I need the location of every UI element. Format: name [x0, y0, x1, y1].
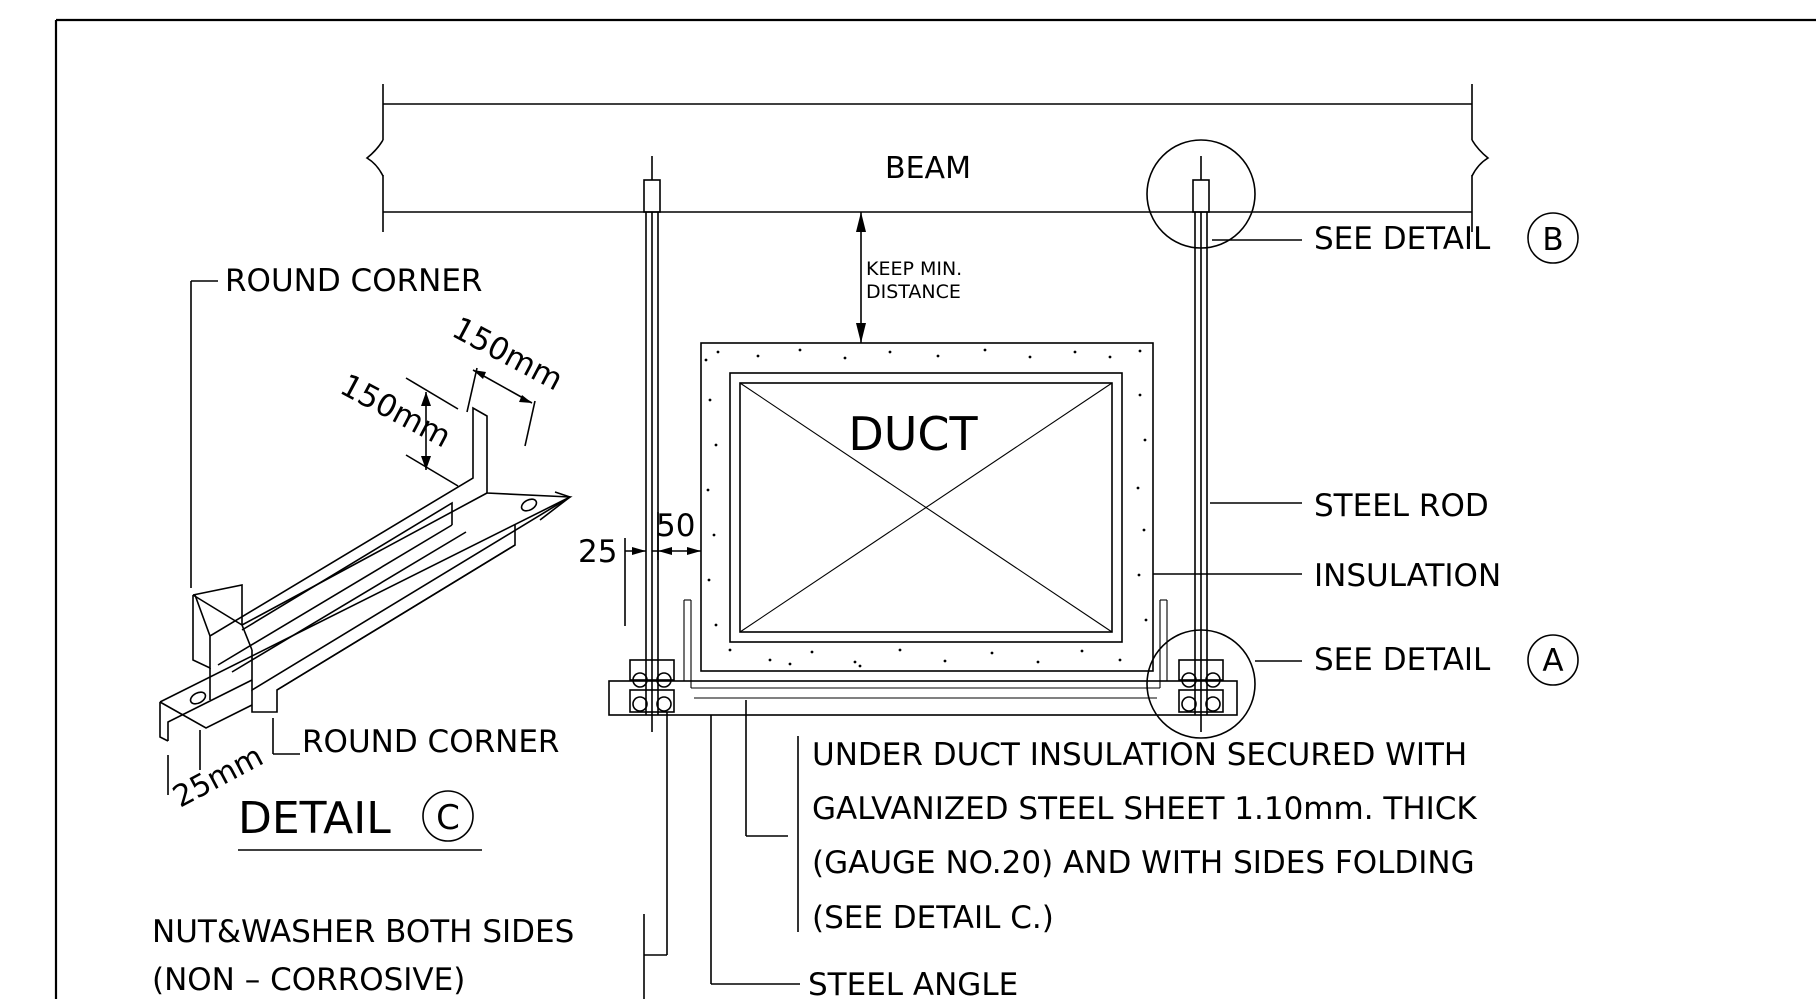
see-detail-b-label: SEE DETAIL — [1314, 221, 1491, 257]
detail-c-title: DETAIL — [238, 793, 391, 844]
dimension-25-50: 25 50 — [578, 508, 701, 626]
note-line-4: (SEE DETAIL C.) — [812, 900, 1054, 936]
round-corner-top-label: ROUND CORNER — [225, 263, 482, 299]
detail-c-bubble — [422, 790, 474, 842]
dim-150-top-label: 150mm — [446, 310, 568, 398]
steel-angle-support — [608, 599, 1238, 716]
keep-min-label-line-2: DISTANCE — [866, 281, 961, 303]
steel-angle-label: STEEL ANGLE — [808, 967, 1018, 999]
right-steel-rod — [1192, 156, 1210, 732]
dim-150-side-label: 150mm — [334, 367, 456, 455]
keep-min-label-line-1: KEEP MIN. — [866, 258, 962, 280]
nut-washer-line-1: NUT&WASHER BOTH SIDES — [152, 914, 574, 950]
detail-a-circle — [1146, 629, 1256, 739]
detail-b-bubble — [1527, 212, 1579, 264]
beam: BEAM — [365, 84, 1490, 232]
detail-c-bubble-letter: C — [436, 798, 460, 838]
callout-steel-rod: STEEL ROD — [1210, 488, 1489, 524]
note-steel-angle: STEEL ANGLE — [710, 715, 1018, 999]
left-steel-rod — [643, 156, 661, 732]
detail-a-bubble — [1527, 634, 1579, 686]
drawing-frame — [54, 18, 1816, 999]
note-line-1: UNDER DUCT INSULATION SECURED WITH — [812, 737, 1467, 773]
duct: DUCT — [729, 372, 1123, 643]
duct-label: DUCT — [848, 407, 978, 461]
note-line-3: (GAUGE NO.20) AND WITH SIDES FOLDING — [812, 845, 1475, 881]
detail-b-circle — [1146, 139, 1256, 249]
steel-rod-label: STEEL ROD — [1314, 488, 1489, 524]
insulation — [700, 342, 1154, 672]
keep-min-distance-dimension: KEEP MIN. DISTANCE — [856, 212, 962, 343]
note-line-2: GALVANIZED STEEL SHEET 1.10mm. THICK — [812, 791, 1477, 827]
nut-washer-line-2: (NON – CORROSIVE) — [152, 962, 465, 998]
detail-a-bubble-letter: A — [1542, 643, 1563, 679]
left-nut-washer — [629, 659, 675, 713]
note-nut-washer: NUT&WASHER BOTH SIDES (NON – CORROSIVE) — [152, 712, 668, 999]
callout-insulation: INSULATION — [1153, 558, 1501, 594]
dimension-25-label: 25 — [578, 534, 617, 570]
callout-see-detail-b: SEE DETAIL B — [1212, 212, 1579, 264]
see-detail-a-label: SEE DETAIL — [1314, 642, 1491, 678]
insulation-label: INSULATION — [1314, 558, 1501, 594]
right-nut-washer — [1178, 659, 1224, 713]
callout-see-detail-a: SEE DETAIL A — [1255, 634, 1579, 686]
beam-label: BEAM — [885, 151, 971, 186]
dimension-50-label: 50 — [656, 508, 695, 544]
detail-c-isometric: ROUND CORNER 150mm 150mm — [159, 263, 573, 851]
detail-b-bubble-letter: B — [1542, 222, 1563, 258]
note-galvanized-sheet: UNDER DUCT INSULATION SECURED WITH GALVA… — [745, 700, 1477, 936]
round-corner-bottom-label: ROUND CORNER — [302, 724, 559, 760]
